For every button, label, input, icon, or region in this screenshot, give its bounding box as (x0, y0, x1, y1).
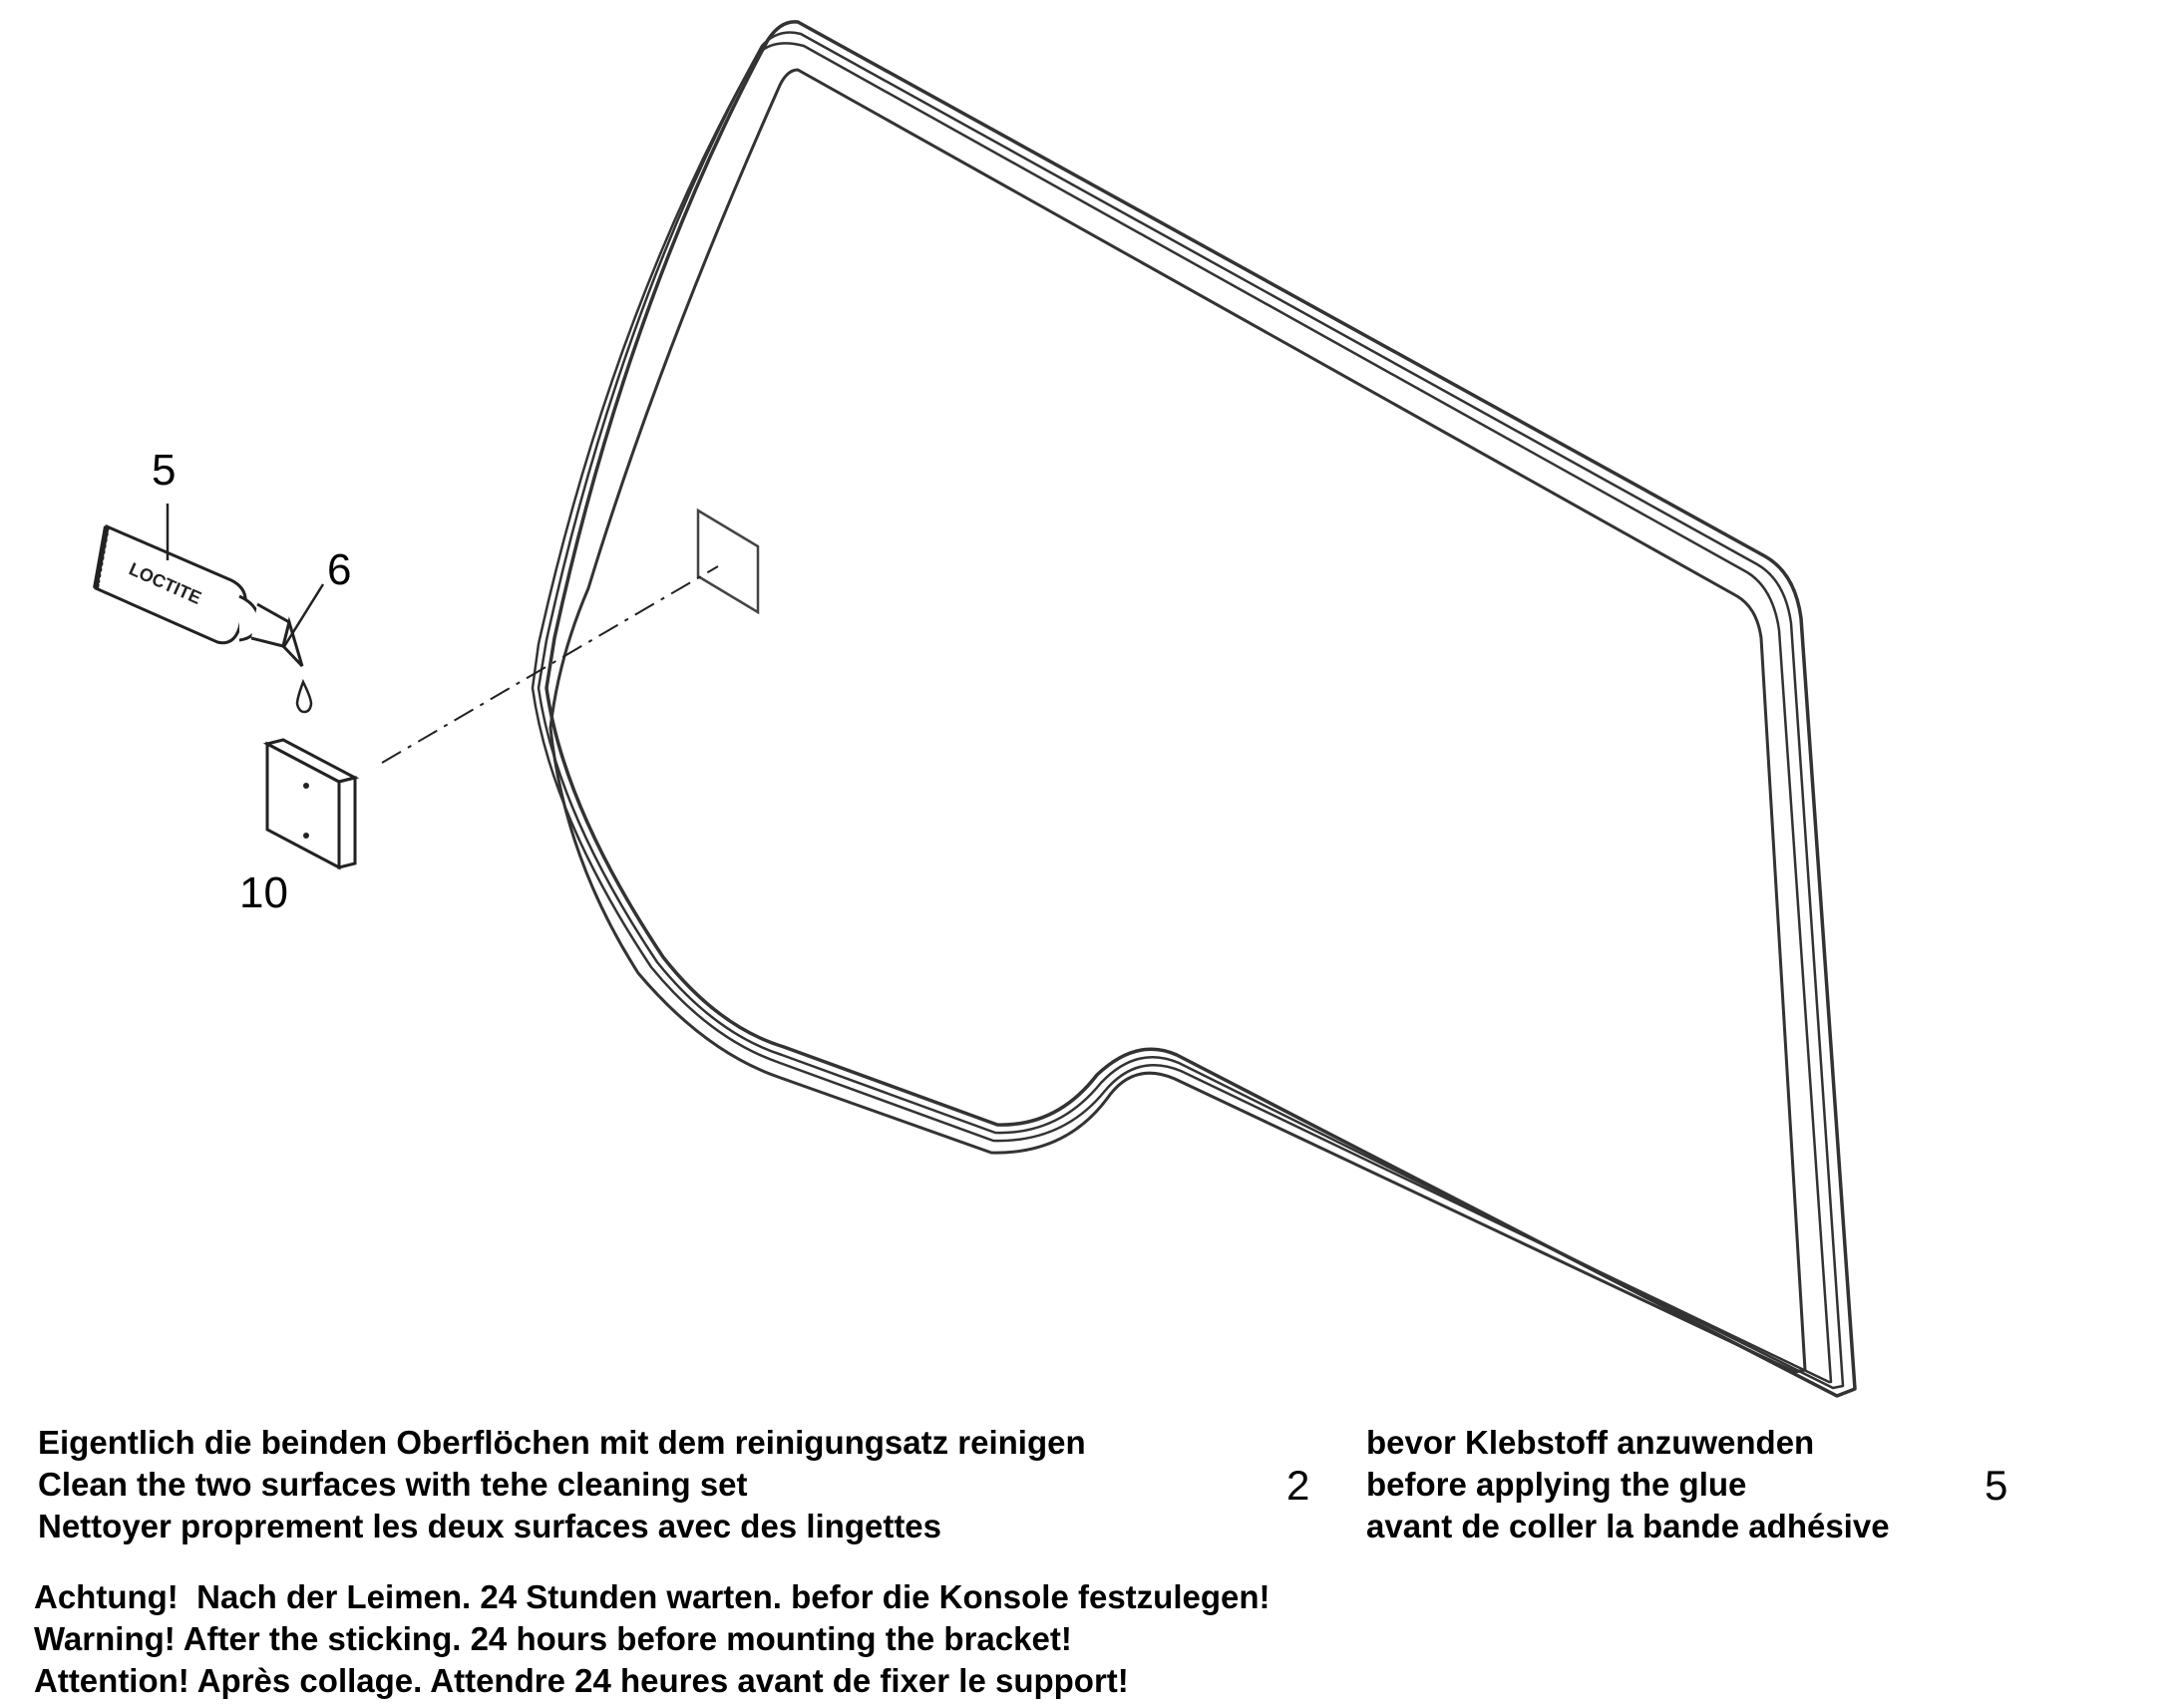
callout-10: 10 (239, 868, 288, 917)
warning-en: Warning! After the sticking. 24 hours be… (34, 1620, 1072, 1657)
warning-notes: Achtung! Nach der Leimen. 24 Stunden war… (34, 1576, 1271, 1702)
warning-fr: Attention! Après collage. Attendre 24 he… (34, 1662, 1129, 1699)
cleaning-instruction-en: Clean the two surfaces with tehe cleanin… (38, 1466, 748, 1503)
window-frame (531, 20, 1857, 1398)
window-frame-mid-2 (531, 42, 1833, 1384)
bracket-position-marker (696, 508, 760, 615)
callout-6: 6 (327, 545, 351, 594)
cleaning-instruction-fr: Nettoyer proprement les deux surfaces av… (38, 1508, 942, 1544)
leader-line-6 (281, 583, 325, 649)
glue-instruction-de: bevor Klebstoff anzuwenden (1366, 1424, 1815, 1461)
glue-drop-icon (295, 678, 313, 714)
pad-hole-upper (303, 783, 309, 789)
glue-instruction-en: before applying the glue (1366, 1466, 1747, 1503)
glue-step-ref: 5 (1985, 1462, 2008, 1509)
callout-5: 5 (152, 446, 176, 495)
pad-hole-lower (303, 833, 309, 839)
adhesive-pad (262, 738, 360, 870)
window-frame-mid-1 (537, 31, 1845, 1390)
glue-instructions: bevor Klebstoff anzuwenden before applyi… (1366, 1422, 1890, 1547)
cleaning-instructions: Eigentlich die beinden Oberflöchen mit d… (38, 1422, 1086, 1547)
loctite-tube: LOCTITE (93, 523, 304, 668)
tube-nozzle (281, 616, 304, 668)
warning-de: Achtung! Nach der Leimen. 24 Stunden war… (34, 1578, 1271, 1615)
window-frame-inner (548, 68, 1807, 1374)
cleaning-step-ref: 2 (1286, 1462, 1310, 1509)
glue-instruction-fr: avant de coller la bande adhésive (1366, 1508, 1890, 1544)
cleaning-instruction-de: Eigentlich die beinden Oberflöchen mit d… (38, 1424, 1086, 1461)
alignment-line (381, 565, 719, 764)
window-frame-outer (545, 20, 1857, 1398)
